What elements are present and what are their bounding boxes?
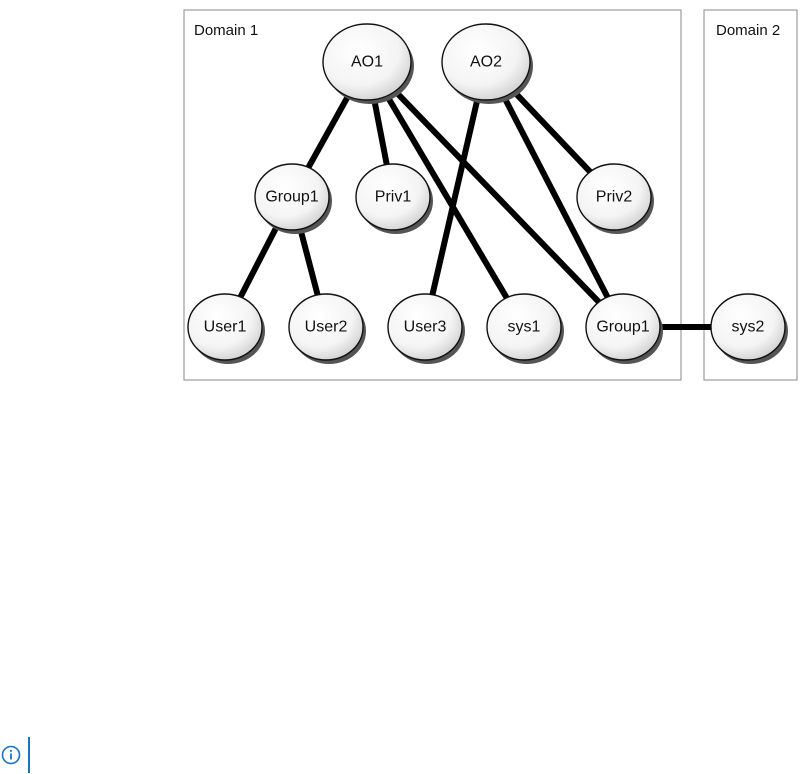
node-ellipse	[322, 23, 412, 101]
info-icon	[1, 745, 21, 765]
node-label: sys1	[508, 319, 541, 336]
node-ellipse	[288, 293, 364, 361]
node-label: Group1	[265, 189, 318, 206]
node-ao2: AO2	[441, 23, 533, 104]
node-user2: User2	[288, 293, 366, 364]
node-label: Priv2	[596, 189, 633, 206]
node-label: User2	[305, 319, 348, 336]
note-divider	[28, 737, 30, 773]
node-label: AO2	[470, 54, 502, 71]
edge-ao2-group1b	[483, 60, 626, 329]
domain-2-label: Domain 2	[716, 22, 780, 39]
node-label: Group1	[596, 319, 649, 336]
node-user1: User1	[187, 293, 265, 364]
node-ellipse	[387, 293, 463, 361]
node-ellipse	[486, 293, 562, 361]
domain-1-label: Domain 1	[194, 22, 258, 39]
node-label: User3	[404, 319, 447, 336]
node-label: AO1	[351, 54, 383, 71]
node-label: User1	[204, 319, 247, 336]
node-ellipse	[441, 23, 531, 101]
edge-ao1-sys1	[364, 60, 527, 329]
node-ellipse	[355, 163, 431, 231]
node-user3: User3	[387, 293, 465, 364]
node-sys1: sys1	[486, 293, 564, 364]
node-priv1: Priv1	[355, 163, 433, 234]
node-group1b: Group1	[585, 293, 663, 364]
node-label: Priv1	[375, 189, 412, 206]
edge-ao2-user3	[422, 61, 489, 328]
node-priv2: Priv2	[576, 163, 654, 234]
node-ao1: AO1	[322, 23, 414, 104]
node-sys2: sys2	[710, 293, 788, 364]
node-ellipse	[254, 163, 330, 231]
node-ellipse	[710, 293, 786, 361]
node-ellipse	[585, 293, 661, 361]
node-ellipse	[576, 163, 652, 231]
edge-ao1-group1b	[364, 59, 626, 330]
info-note	[1, 736, 30, 774]
node-label: sys2	[732, 319, 765, 336]
node-group1a: Group1	[254, 163, 332, 234]
node-ellipse	[187, 293, 263, 361]
